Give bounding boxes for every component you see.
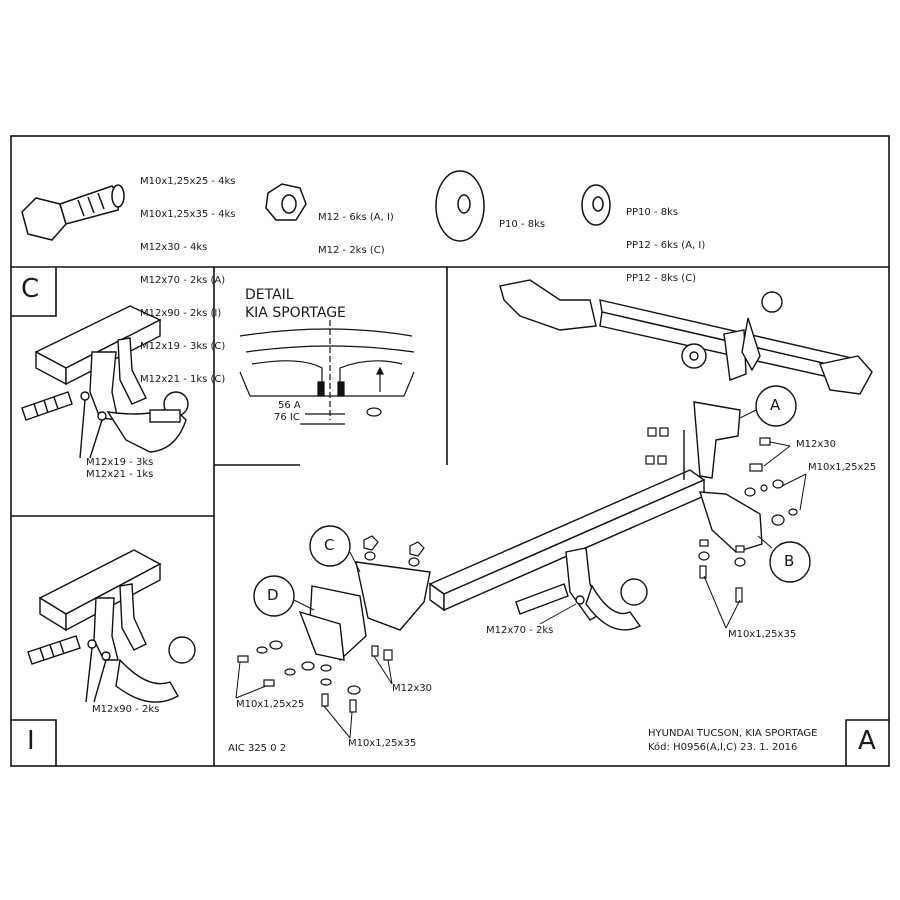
spring-washer-part-list: PP10 - 8ks PP12 - 6ks (A, I) PP12 - 8ks … — [626, 185, 705, 295]
variant-c-label: M12x19 - 3ks — [86, 457, 154, 468]
detail-title: DETAIL — [245, 287, 294, 303]
main-bottom-assembly — [298, 401, 763, 662]
label-m10x125x25-right: M10x1,25x25 — [808, 462, 877, 473]
nut-line: M12 - 2ks (C) — [318, 245, 385, 256]
spring-washer-line: PP10 - 8ks — [626, 207, 679, 218]
spring-washer-icon — [581, 184, 611, 226]
bolt-line: M10x1,25x35 - 4ks — [140, 209, 236, 220]
callout-circles — [253, 385, 811, 617]
variant-c-label: M12x21 - 1ks — [86, 469, 154, 480]
nut-part-list: M12 - 6ks (A, I) M12 - 2ks (C) — [318, 190, 394, 267]
callout-d-circle — [253, 575, 295, 617]
label-m12x30-right: M12x30 — [796, 439, 836, 450]
flat-washer-part-list: P10 - 8ks — [499, 197, 545, 241]
detail-subtitle: KIA SPORTAGE — [245, 305, 346, 321]
variant-c-drawing — [21, 305, 189, 459]
bolt-line: M12x21 - 1ks (C) — [140, 374, 226, 385]
variant-i-drawing — [27, 549, 196, 703]
label-m10x125x35-right: M10x1,25x35 — [728, 629, 797, 640]
label-m10x125x35-left: M10x1,25x35 — [348, 738, 417, 749]
drawing-code: AIC 325 0 2 — [228, 743, 287, 754]
variant-i-letter: I — [27, 726, 35, 756]
callout-b-circle — [769, 541, 811, 583]
box-i — [11, 719, 57, 766]
drawing-kod: Kód: H0956(A,I,C) 23. 1. 2016 — [648, 742, 798, 753]
label-m12x30-left: M12x30 — [392, 683, 432, 694]
callout-c: C — [324, 536, 335, 554]
vehicle-name: HYUNDAI TUCSON, KIA SPORTAGE — [648, 728, 818, 739]
bolt-line: M12x19 - 3ks (C) — [140, 341, 226, 352]
outer-frame — [10, 135, 890, 767]
bolt-line: M12x90 - 2ks (I) — [140, 308, 222, 319]
bolt-line: M12x70 - 2ks (A) — [140, 275, 226, 286]
callout-a: A — [770, 396, 781, 414]
detail-drawing — [239, 320, 415, 425]
variant-a-letter: A — [858, 726, 876, 756]
spring-washer-line: PP12 - 6ks (A, I) — [626, 240, 706, 251]
variant-i-label: M12x90 - 2ks — [92, 704, 160, 715]
label-m12x70: M12x70 - 2ks — [486, 625, 554, 636]
bolt-line: M12x30 - 4ks — [140, 242, 208, 253]
label-m10x125x25-left: M10x1,25x25 — [236, 699, 305, 710]
flat-washer-icon — [435, 170, 485, 242]
callout-a-circle — [755, 385, 797, 427]
box-a — [845, 719, 889, 766]
bolt-line: M10x1,25x25 - 4ks — [140, 176, 236, 187]
variant-c-letter: C — [21, 274, 40, 304]
flat-washer-line: P10 - 8ks — [499, 219, 546, 230]
detail-dimension-ic: 76 IC — [274, 412, 300, 423]
box-c — [11, 267, 57, 317]
nut-line: M12 - 6ks (A, I) — [318, 212, 394, 223]
bolt-part-list: M10x1,25x25 - 4ks M10x1,25x35 - 4ks M12x… — [140, 154, 236, 396]
spring-washer-line: PP12 - 8ks (C) — [626, 273, 697, 284]
detail-dimension-a: 56 A — [278, 400, 301, 411]
callout-d: D — [267, 586, 279, 604]
leader-lines — [235, 409, 807, 739]
nut-icon — [265, 183, 307, 221]
callout-c-circle — [309, 525, 351, 567]
bolt-icon — [21, 184, 125, 241]
main-top-assembly — [499, 279, 873, 395]
callout-b: B — [784, 552, 795, 570]
